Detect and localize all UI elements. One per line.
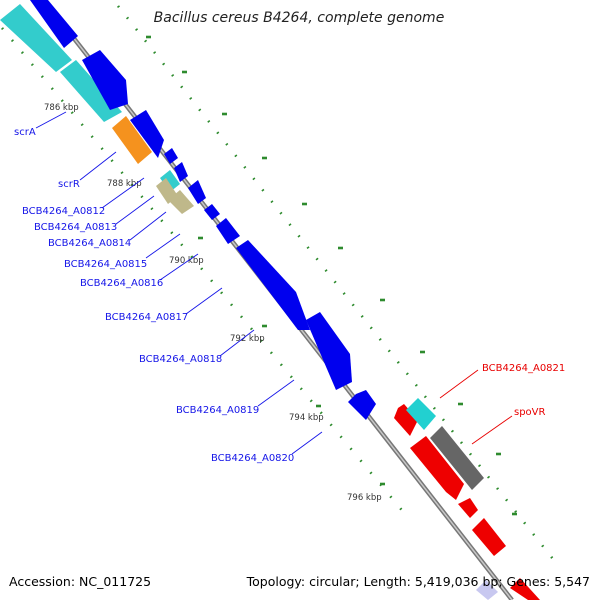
gene-label-bcb4264-a0815[interactable]: BCB4264_A0815 bbox=[64, 259, 147, 270]
genome-summary-text: Topology: circular; Length: 5,419,036 bp… bbox=[246, 574, 590, 589]
gene-arrow-bcb4264-a0816[interactable] bbox=[204, 204, 220, 220]
gene-label-bcb4264-a0818[interactable]: BCB4264_A0818 bbox=[139, 354, 222, 365]
gene-arrow-bcb4264-a0819[interactable] bbox=[306, 312, 352, 390]
ruler-label: 796 kbp bbox=[347, 493, 382, 503]
ruler-label: 794 kbp bbox=[289, 413, 324, 423]
gene-arrow-bcb4264-a0818[interactable] bbox=[236, 240, 310, 330]
gene-label-scrr[interactable]: scrR bbox=[58, 179, 80, 190]
gene-label-bcb4264-a0813[interactable]: BCB4264_A0813 bbox=[34, 222, 117, 233]
leader-a0820 bbox=[291, 431, 323, 455]
ruler-label: 792 kbp bbox=[230, 334, 265, 344]
ruler-label: 790 kbp bbox=[169, 256, 204, 266]
gene-arrow-scra[interactable] bbox=[30, 0, 78, 48]
gene-arrow-red-4[interactable] bbox=[510, 578, 540, 600]
leader-a0815 bbox=[145, 233, 181, 259]
gene-arrow-bcb4264-a0817[interactable] bbox=[216, 218, 240, 244]
gene-arrow-spovr[interactable] bbox=[430, 426, 484, 490]
gene-label-bcb4264-a0821[interactable]: BCB4264_A0821 bbox=[482, 363, 565, 374]
leader-a0817 bbox=[185, 287, 223, 315]
gene-arrow-orange[interactable] bbox=[112, 116, 152, 164]
gene-label-bcb4264-a0814[interactable]: BCB4264_A0814 bbox=[48, 238, 131, 249]
gene-labels: scrA scrR BCB4264_A0812 BCB4264_A0813 BC… bbox=[14, 127, 565, 464]
gene-arrow-red-3[interactable] bbox=[472, 518, 506, 556]
leader-a0816 bbox=[159, 253, 199, 281]
gene-label-scra[interactable]: scrA bbox=[14, 127, 36, 138]
gene-arrow-red-2[interactable] bbox=[458, 498, 478, 518]
gene-label-bcb4264-a0817[interactable]: BCB4264_A0817 bbox=[105, 312, 188, 323]
gc-content-track-outer bbox=[116, 5, 562, 569]
gene-label-bcb4264-a0820[interactable]: BCB4264_A0820 bbox=[211, 453, 294, 464]
gene-arrow-blue-2[interactable] bbox=[82, 50, 128, 110]
gc-content-track-inner bbox=[0, 27, 412, 521]
leader-a0818 bbox=[219, 329, 255, 357]
leader-a0814 bbox=[129, 211, 167, 241]
gene-arrow-lavender bbox=[476, 580, 498, 600]
genome-title: Bacillus cereus B4264, complete genome bbox=[154, 10, 445, 26]
ruler-label: 786 kbp bbox=[44, 103, 79, 113]
ruler-label: 788 kbp bbox=[107, 179, 142, 189]
ruler: 786 kbp 788 kbp 790 kbp 792 kbp 794 kbp … bbox=[44, 103, 382, 503]
gene-arrow-bcb4264-a0820[interactable] bbox=[348, 390, 376, 420]
gene-arrow-khaki-2[interactable] bbox=[168, 190, 194, 214]
gene-arrow-bcb4264-a0815[interactable] bbox=[188, 180, 206, 204]
gene-label-bcb4264-a0816[interactable]: BCB4264_A0816 bbox=[80, 278, 163, 289]
leader-scra bbox=[35, 111, 67, 129]
leader-spovr bbox=[471, 415, 513, 445]
gene-arrow-bcb4264-a0813[interactable] bbox=[160, 170, 180, 192]
leader-a0821 bbox=[439, 369, 479, 399]
gene-arrow-scrr[interactable] bbox=[164, 148, 178, 164]
gene-arrow-cyan-1[interactable] bbox=[0, 4, 72, 72]
gene-label-spovr[interactable]: spoVR bbox=[514, 407, 546, 418]
gene-arrow-bcb4264-a0812[interactable] bbox=[174, 162, 188, 182]
gene-label-bcb4264-a0812[interactable]: BCB4264_A0812 bbox=[22, 206, 105, 217]
leader-scrr bbox=[79, 151, 117, 181]
leader-a0813 bbox=[115, 195, 155, 225]
gene-label-bcb4264-a0819[interactable]: BCB4264_A0819 bbox=[176, 405, 259, 416]
gene-arrow-blue-3[interactable] bbox=[130, 110, 164, 158]
accession-text: Accession: NC_011725 bbox=[9, 574, 151, 589]
label-leaders bbox=[35, 111, 513, 455]
gene-arrow-cyan-2[interactable] bbox=[60, 60, 122, 122]
leader-a0812 bbox=[101, 177, 145, 209]
gene-arrow-red-1[interactable] bbox=[410, 436, 464, 500]
leader-a0819 bbox=[257, 379, 295, 407]
gene-arrow-bcb4264-a0821[interactable] bbox=[394, 404, 418, 436]
gene-arrow-cyan-reverse[interactable] bbox=[406, 398, 436, 430]
